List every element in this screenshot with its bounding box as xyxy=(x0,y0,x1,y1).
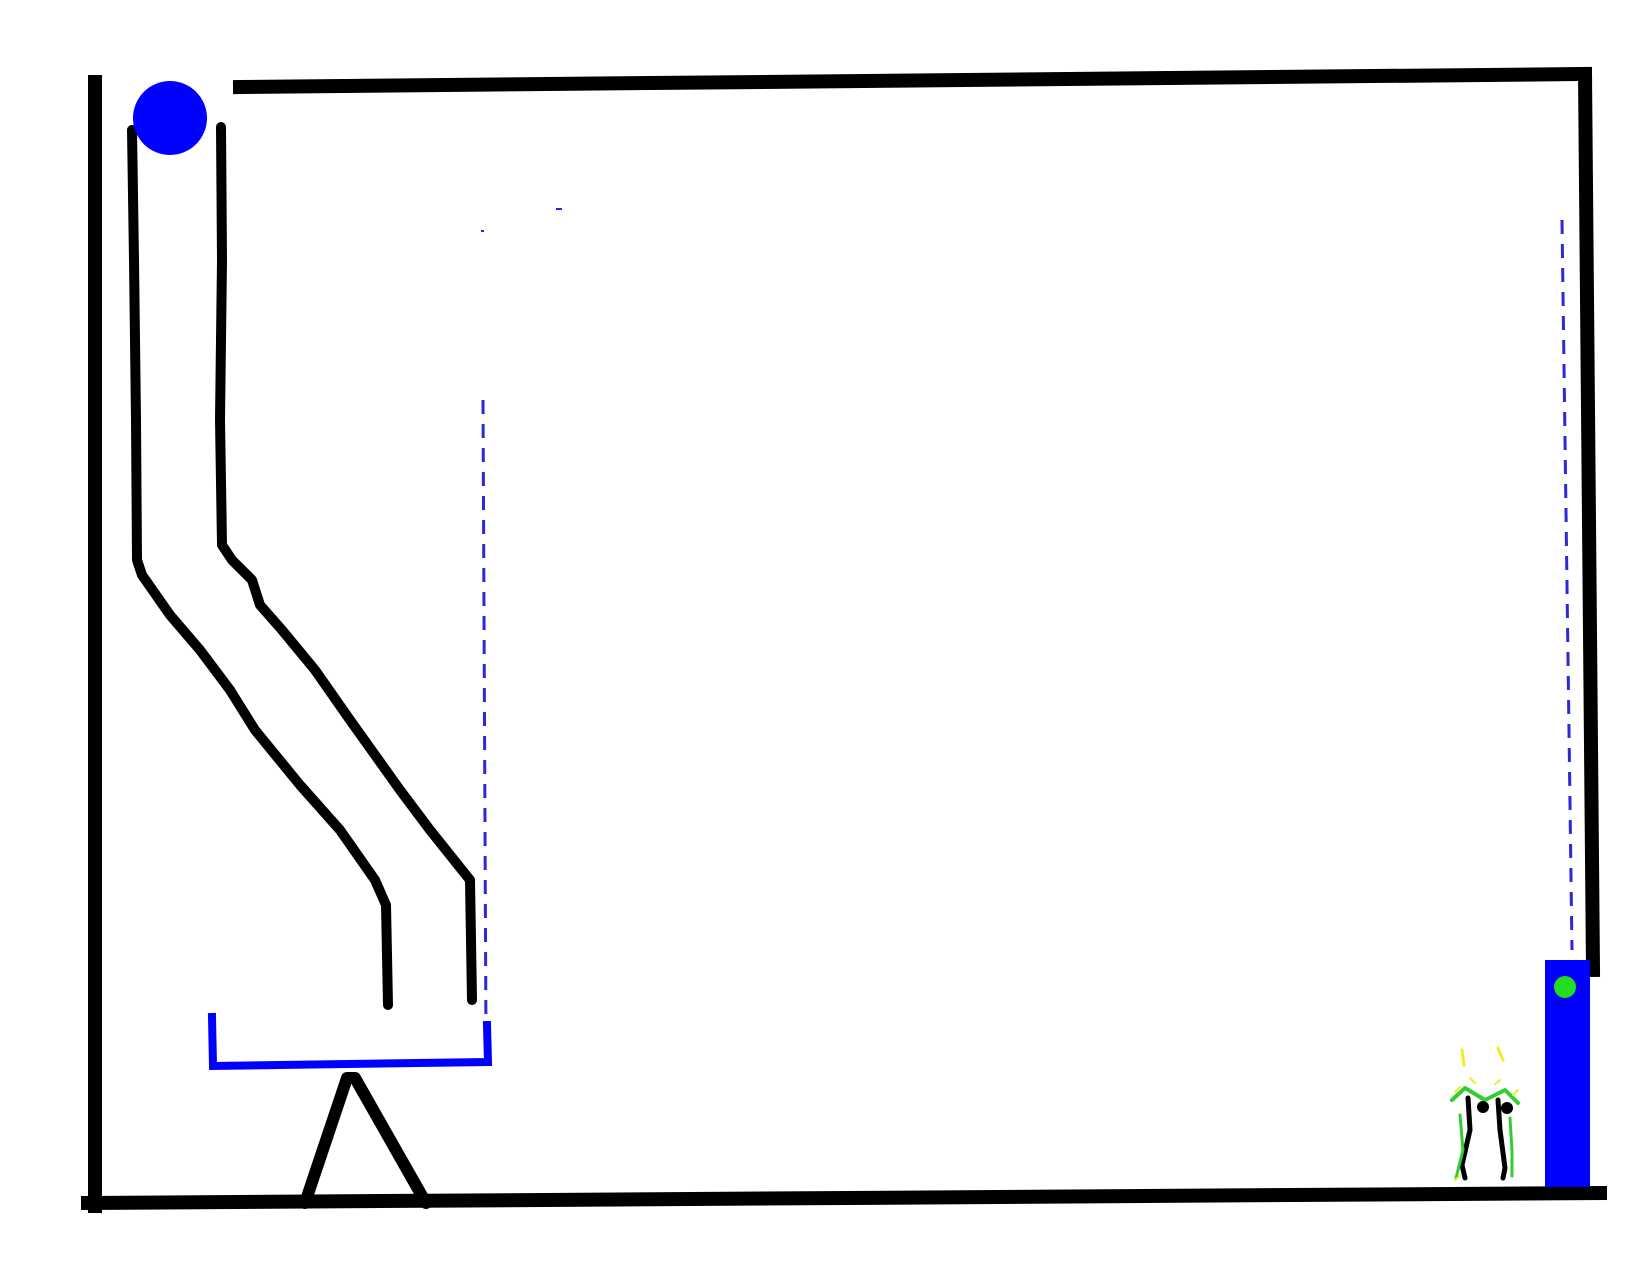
bucket xyxy=(207,1012,493,1071)
character-eye-left xyxy=(1477,1101,1489,1113)
guide-speck xyxy=(481,230,484,232)
guide-line-right xyxy=(1560,219,1574,951)
ramp xyxy=(299,1072,432,1209)
chute xyxy=(127,122,477,1010)
faint-guide-specks xyxy=(481,208,562,232)
faint-guide-lines xyxy=(481,219,1574,1041)
character-sparkles xyxy=(1454,1077,1519,1181)
character-antenna xyxy=(1460,1046,1505,1067)
goal-dot xyxy=(1554,976,1576,998)
character-body xyxy=(1459,1095,1508,1181)
character-sprite[interactable] xyxy=(1450,1046,1520,1181)
right-wall xyxy=(1577,66,1601,978)
chute-left-wall xyxy=(127,125,393,1010)
top-wall xyxy=(232,66,1593,95)
character-eye-right xyxy=(1501,1102,1513,1114)
guide-line-left xyxy=(481,399,488,1041)
character-legs-outline xyxy=(1454,1113,1514,1180)
chute-right-wall xyxy=(215,122,477,1005)
goal-block xyxy=(1545,960,1590,1187)
character-arms xyxy=(1450,1086,1520,1105)
floor xyxy=(80,1185,1608,1211)
ball[interactable] xyxy=(133,81,207,155)
guide-speck xyxy=(556,208,562,210)
arena-walls xyxy=(80,66,1608,1213)
